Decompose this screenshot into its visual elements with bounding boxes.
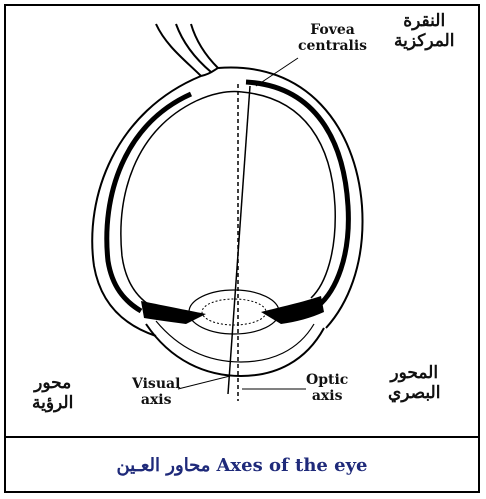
visual-leader: [178, 376, 230, 389]
optic-axis-label-en-line2: axis: [306, 388, 348, 404]
visual-axis-label-ar-line1: محور: [32, 374, 73, 394]
caption-arabic: محاور العـين: [116, 455, 210, 476]
visual-axis-label-ar: محور الرؤية: [32, 374, 73, 413]
caption-english: Axes of the eye: [216, 455, 367, 476]
fovea-label-ar: النقرة المركزية: [394, 12, 454, 51]
fovea-label-en: Fovea centralis: [298, 22, 367, 54]
choroid-right: [246, 82, 348, 306]
ciliary-left: [141, 301, 206, 324]
fovea-label-ar-line1: النقرة: [394, 12, 454, 32]
visual-axis-label-en: Visual axis: [132, 376, 180, 408]
optic-nerve: [156, 24, 218, 76]
optic-axis-label-ar-line1: المحور: [388, 364, 440, 384]
choroid-left: [107, 94, 191, 311]
diagram-frame: Fovea centralis النقرة المركزية Visual a…: [4, 4, 480, 493]
optic-axis-label-en: Optic axis: [306, 372, 348, 404]
optic-axis-label-en-line1: Optic: [306, 372, 348, 388]
fovea-label-en-line1: Fovea: [298, 22, 367, 38]
cornea-inner: [156, 321, 314, 362]
fovea-label-ar-line2: المركزية: [394, 32, 454, 52]
retina-top-join: [196, 91, 242, 101]
visual-axis-label-ar-line2: الرؤية: [32, 394, 73, 414]
sclera-outer-right: [218, 67, 363, 328]
optic-axis-label-ar-line2: البصري: [388, 384, 440, 404]
ciliary-right: [261, 296, 324, 324]
visual-axis-label-en-line2: axis: [132, 392, 180, 408]
caption-bar: محاور العـين Axes of the eye: [6, 436, 478, 493]
visual-axis-line: [228, 86, 250, 394]
fovea-label-en-line2: centralis: [298, 38, 367, 54]
optic-axis-label-ar: المحور البصري: [388, 364, 440, 403]
retina-inner: [121, 101, 196, 304]
visual-axis-label-en-line1: Visual: [132, 376, 180, 392]
cornea-outer: [146, 324, 324, 376]
sclera-top: [201, 68, 218, 76]
